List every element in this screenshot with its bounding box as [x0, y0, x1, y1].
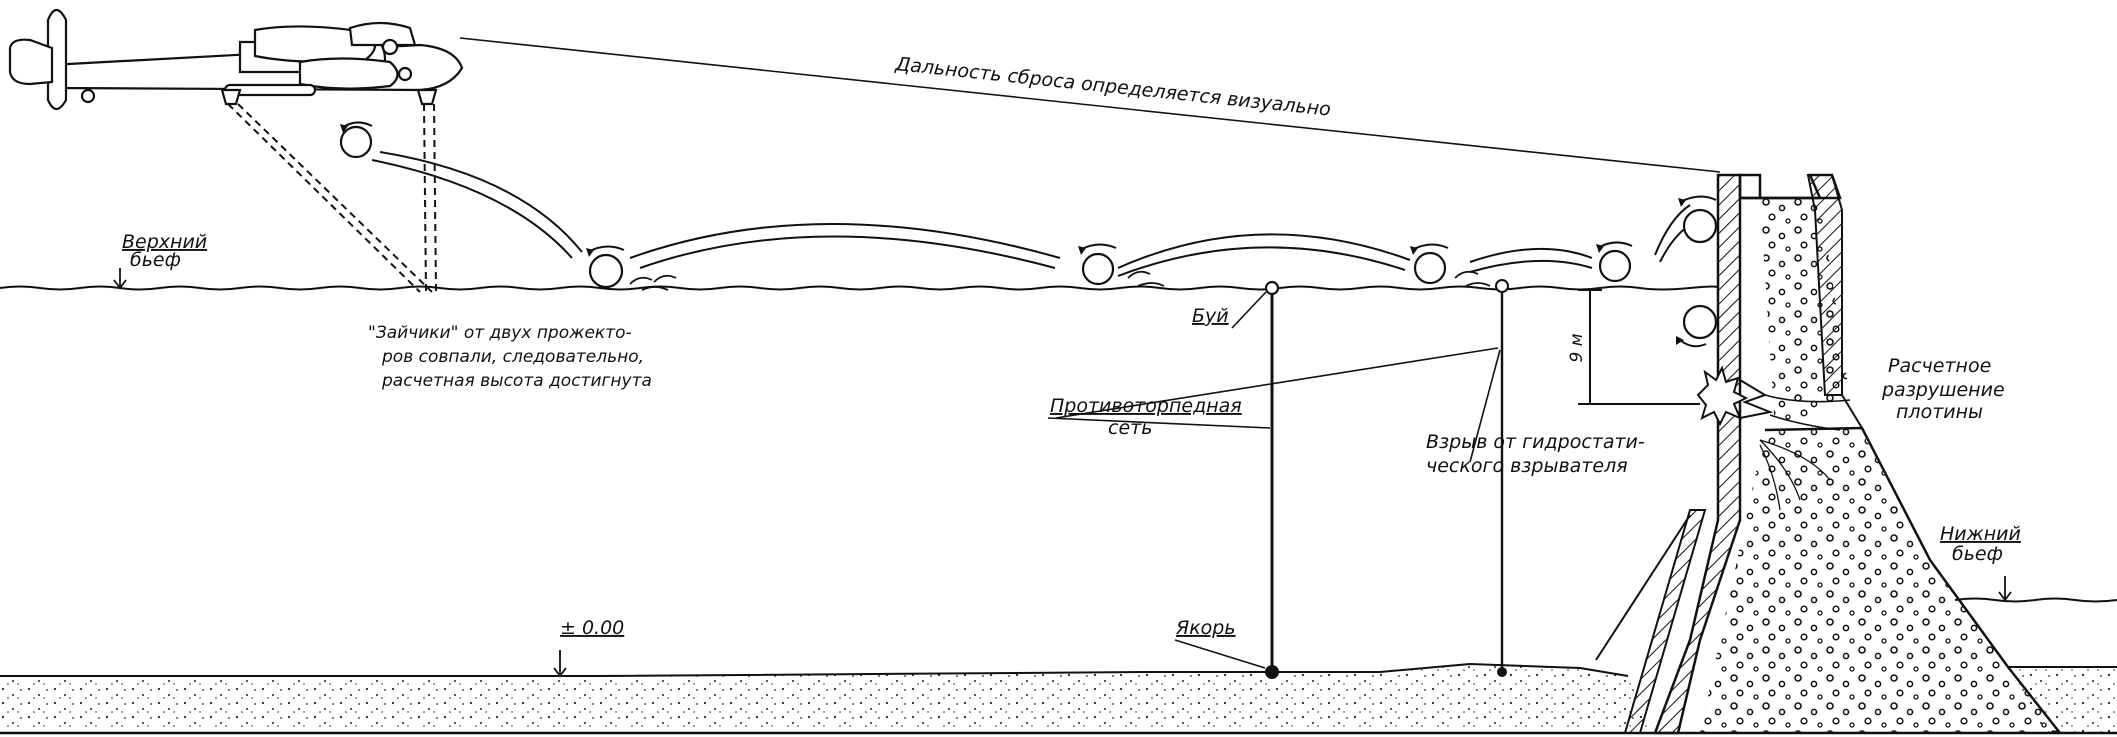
spotlights-note-1: "Зайчики" от двух прожекто-: [368, 323, 632, 343]
anti-torpedo-net: [1264, 280, 1280, 679]
water-splashes: [629, 270, 1491, 291]
spotlight-beams: [227, 103, 437, 293]
bomb-trajectory: [371, 151, 1696, 277]
lower-pool-label: Нижний: [1940, 523, 2021, 545]
destruction-label-1: Расчетное: [1888, 355, 1991, 377]
spotlights-note-3: расчетная высота достигнута: [381, 371, 652, 391]
zero-level-label: ± 0.00: [560, 617, 624, 639]
explosion-label-1: Взрыв от гидростати-: [1426, 431, 1645, 453]
bomb-2: [588, 253, 624, 289]
destruction-label-3: плотины: [1896, 401, 1983, 423]
anchor-label: Якорь: [1175, 617, 1236, 639]
bomb-5: [1598, 249, 1632, 283]
bomb-4: [1413, 251, 1447, 285]
bomb-3: [1081, 252, 1115, 286]
leader-lines: [1047, 291, 1501, 669]
buoy-marker: [1264, 280, 1280, 296]
lower-pool-label-2: бьеф: [1952, 543, 2003, 565]
hydrostatic-fuse-line: [1495, 279, 1509, 677]
bomb-7: [1682, 304, 1718, 340]
lower-water-surface: [1954, 597, 2117, 603]
bomb-6: [1682, 208, 1718, 244]
upper-water-surface: [0, 285, 1720, 291]
spotlights-note-2: ров совпали, следовательно,: [381, 347, 644, 367]
sight-line: [459, 37, 1721, 173]
explosion-burst: [1696, 365, 1831, 511]
anchor-marker: [1265, 665, 1279, 679]
drop-distance-label: Дальность сброса определяется визуально: [893, 53, 1331, 121]
bomb-positions: [339, 125, 1718, 340]
depth-label: 9 м: [1567, 333, 1587, 362]
buoy-label: Буй: [1192, 305, 1229, 327]
net-label-1: Противоторпедная: [1050, 395, 1242, 417]
upper-pool-label: Верхний: [122, 231, 207, 253]
bomber-aircraft: [8, 8, 464, 111]
destruction-label-2: разрушение: [1881, 379, 2005, 401]
upper-pool-label-2: бьеф: [130, 249, 181, 271]
depth-dimension: [1578, 289, 1700, 405]
spin-arrow-heads: [340, 124, 1686, 345]
dam: [1595, 173, 2061, 735]
bomb-1: [339, 125, 373, 159]
river-bed: [0, 662, 2117, 735]
explosion-label-2: ческого взрывателя: [1426, 455, 1628, 477]
level-markers: [113, 268, 2012, 678]
net-label-2: сеть: [1108, 417, 1152, 439]
